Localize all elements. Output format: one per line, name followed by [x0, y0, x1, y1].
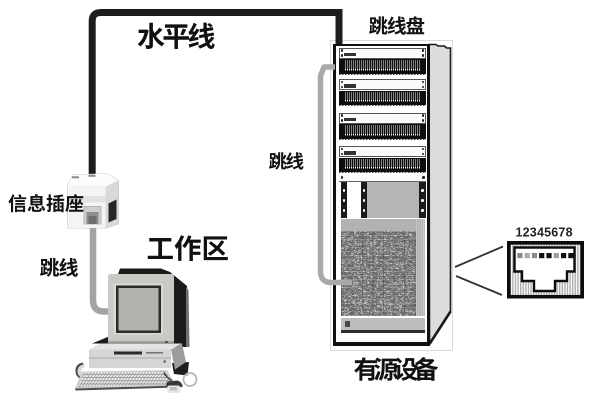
- svg-text:12345678: 12345678: [516, 226, 573, 240]
